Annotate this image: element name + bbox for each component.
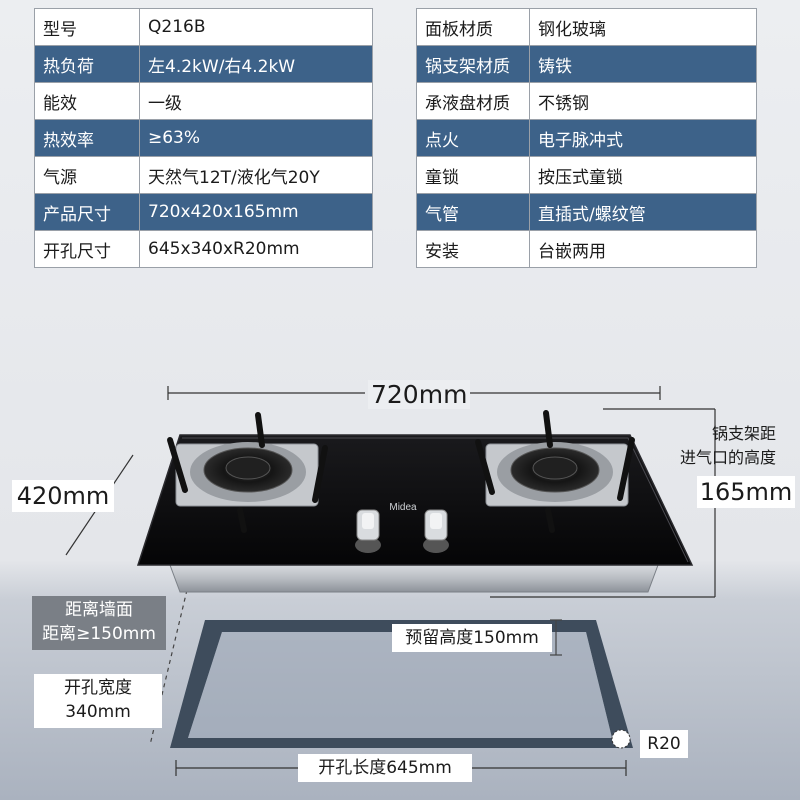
brand-logo: Midea bbox=[389, 502, 417, 513]
stand-height-caption-line1: 锅支架距 bbox=[712, 424, 777, 443]
spec-key: 点火 bbox=[416, 119, 530, 157]
spec-value: 左4.2kW/右4.2kW bbox=[139, 45, 373, 83]
spec-row: 点火电子脉冲式 bbox=[416, 119, 757, 157]
radius-marker bbox=[611, 729, 631, 749]
spec-row: 锅支架材质铸铁 bbox=[416, 45, 757, 83]
width-dimension-line bbox=[167, 386, 661, 400]
cut-length-dimension-line bbox=[175, 760, 627, 776]
reserve-height-marker bbox=[550, 619, 562, 656]
spec-value: 铸铁 bbox=[529, 45, 757, 83]
spec-value: 一级 bbox=[139, 82, 373, 120]
spec-key: 承液盘材质 bbox=[416, 82, 530, 120]
spec-row: 热负荷左4.2kW/右4.2kW bbox=[34, 45, 373, 83]
left-knob bbox=[355, 509, 381, 553]
spec-value: 按压式童锁 bbox=[529, 156, 757, 194]
depth-label: 420mm bbox=[12, 480, 114, 512]
left-burner bbox=[167, 412, 328, 533]
cut-width-line2: 340mm bbox=[65, 702, 131, 722]
radius-label: R20 bbox=[640, 730, 688, 758]
cut-width-label: 开孔宽度 340mm bbox=[34, 674, 162, 728]
spec-table-right: 面板材质钢化玻璃 锅支架材质铸铁 承液盘材质不锈钢 点火电子脉冲式 童锁按压式童… bbox=[416, 8, 757, 268]
spec-key: 锅支架材质 bbox=[416, 45, 530, 83]
spec-key: 开孔尺寸 bbox=[34, 230, 140, 268]
spec-row: 气源天然气12T/液化气20Y bbox=[34, 156, 373, 194]
spec-row: 热效率≥63% bbox=[34, 119, 373, 157]
right-burner bbox=[475, 410, 635, 533]
spec-value: 天然气12T/液化气20Y bbox=[139, 156, 373, 194]
wall-distance-line1: 距离墙面 bbox=[65, 600, 133, 620]
spec-row: 气管直插式/螺纹管 bbox=[416, 193, 757, 231]
spec-value: 720x420x165mm bbox=[139, 193, 373, 231]
spec-value: 台嵌两用 bbox=[529, 230, 757, 268]
wall-distance-line bbox=[149, 589, 188, 746]
spec-row: 安装台嵌两用 bbox=[416, 230, 757, 268]
right-knob bbox=[423, 509, 449, 553]
spec-key: 热效率 bbox=[34, 119, 140, 157]
cut-width-line1: 开孔宽度 bbox=[64, 678, 132, 698]
spec-value: 电子脉冲式 bbox=[529, 119, 757, 157]
spec-row: 面板材质钢化玻璃 bbox=[416, 8, 757, 46]
wall-distance-label: 距离墙面 距离≥150mm bbox=[32, 596, 166, 650]
cut-length-label: 开孔长度645mm bbox=[298, 754, 472, 782]
spec-value: 645x340xR20mm bbox=[139, 230, 373, 268]
spec-row: 童锁按压式童锁 bbox=[416, 156, 757, 194]
spec-value: ≥63% bbox=[139, 119, 373, 157]
spec-key: 安装 bbox=[416, 230, 530, 268]
spec-key: 童锁 bbox=[416, 156, 530, 194]
spec-key: 能效 bbox=[34, 82, 140, 120]
spec-key: 热负荷 bbox=[34, 45, 140, 83]
cutout-frame bbox=[170, 620, 633, 748]
spec-row: 承液盘材质不锈钢 bbox=[416, 82, 757, 120]
spec-key: 型号 bbox=[34, 8, 140, 46]
stand-height-caption-line2: 进气口的高度 bbox=[680, 448, 777, 467]
spec-row: 能效一级 bbox=[34, 82, 373, 120]
reserve-height-label: 预留高度150mm bbox=[392, 624, 552, 652]
width-label: 720mm bbox=[368, 380, 471, 409]
spec-value: 直插式/螺纹管 bbox=[529, 193, 757, 231]
spec-value: 不锈钢 bbox=[529, 82, 757, 120]
cooktop-diagram: Midea bbox=[65, 386, 716, 776]
spec-value: Q216B bbox=[139, 8, 373, 46]
spec-key: 面板材质 bbox=[416, 8, 530, 46]
drip-tray bbox=[169, 564, 659, 593]
spec-key: 产品尺寸 bbox=[34, 193, 140, 231]
spec-key: 气源 bbox=[34, 156, 140, 194]
spec-value: 钢化玻璃 bbox=[529, 8, 757, 46]
height-label: 165mm bbox=[697, 476, 795, 508]
spec-key: 气管 bbox=[416, 193, 530, 231]
wall-distance-line2: 距离≥150mm bbox=[42, 624, 156, 644]
